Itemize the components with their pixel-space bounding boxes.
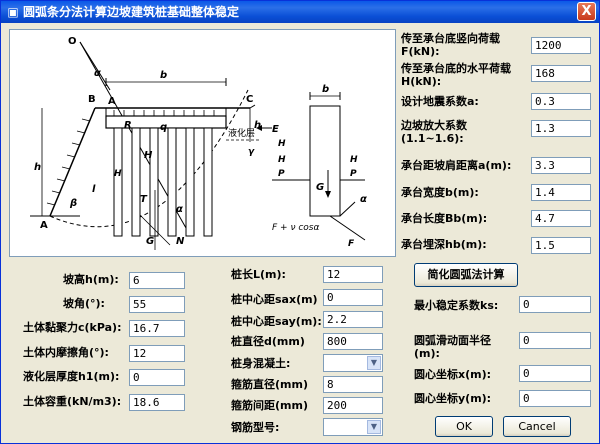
diagram-label-l: l [92, 184, 96, 195]
cohesion-input[interactable]: 16.7 [129, 320, 185, 337]
pile-diameter-input[interactable]: 800 [323, 333, 383, 350]
diagram-label-bi: b [322, 84, 329, 95]
friction-angle-label: 土体内摩擦角(°): [23, 346, 109, 359]
pile-length-input[interactable]: 12 [323, 266, 383, 283]
unit-weight-input[interactable]: 18.6 [129, 394, 185, 411]
min-stability-label: 最小稳定系数ks: [414, 299, 499, 312]
diagram-label-h1: h [254, 120, 261, 131]
pile-spacing-y-label: 桩中心距say(m): [231, 315, 322, 328]
rebar-type-select[interactable]: ▼ [323, 418, 383, 436]
center-x-output: 0 [519, 365, 591, 382]
load-horizontal-input[interactable]: 168 [531, 65, 591, 82]
diagram-label-C: C [246, 94, 253, 105]
diagram-label-beta: β [69, 198, 77, 209]
stirrup-spacing-input[interactable]: 200 [323, 397, 383, 414]
cap-depth-input[interactable]: 1.5 [531, 237, 591, 254]
ok-button[interactable]: OK [435, 416, 493, 437]
diagram-label-Pi: P [350, 169, 357, 179]
unit-weight-label: 土体容重(kN/m3): [23, 395, 122, 408]
stirrup-diameter-input[interactable]: 8 [323, 376, 383, 393]
slope-height-label: 坡高h(m): [63, 273, 119, 286]
diagram-label-T: T [140, 194, 148, 205]
diagram-label-alpha-right: α [360, 194, 367, 205]
cap-distance-input[interactable]: 3.3 [531, 157, 591, 174]
cap-length-label: 承台长度Bb(m): [401, 212, 488, 225]
load-vertical-label: 传至承台底竖向荷载F(kN): [401, 32, 500, 58]
load-horizontal-label: 传至承台底的水平荷载H(kN): [401, 62, 511, 88]
center-x-label: 圆心坐标x(m): [414, 368, 492, 381]
friction-angle-input[interactable]: 12 [129, 345, 185, 362]
diagram-label-h: h [34, 162, 41, 173]
chevron-down-icon[interactable]: ▼ [367, 356, 381, 370]
diagram-formula: F + ν cosα [272, 223, 319, 233]
cap-depth-label: 承台埋深hb(m): [401, 238, 487, 251]
pile-spacing-x-input[interactable]: 0 [323, 289, 383, 306]
app-icon: ▣ [7, 5, 19, 19]
cohesion-label: 土体黏聚力c(kPa): [23, 321, 122, 334]
slope-angle-input[interactable]: 55 [129, 296, 185, 313]
slope-amplify-input[interactable]: 1.3 [531, 120, 591, 137]
seismic-coef-input[interactable]: 0.3 [531, 93, 591, 110]
diagram-label-N: N [176, 236, 185, 247]
diagram-label-Hi: H [350, 155, 358, 165]
cap-width-input[interactable]: 1.4 [531, 184, 591, 201]
chevron-down-icon[interactable]: ▼ [367, 420, 381, 434]
pile-diameter-label: 桩直径d(mm) [231, 335, 305, 348]
diagram-label-A-bottom: A [40, 220, 48, 231]
diagram-label-H: H [144, 150, 153, 161]
diagram-label-gamma: γ [248, 147, 255, 157]
cancel-button[interactable]: Cancel [503, 416, 571, 437]
arc-radius-output: 0 [519, 332, 591, 349]
diagram-label-Hsei: H [114, 169, 122, 179]
close-button[interactable]: X [577, 2, 596, 21]
diagram-label-B: B [88, 94, 96, 105]
diagram-label-E: E [272, 124, 279, 135]
pile-spacing-x-label: 桩中心距sax(m) [231, 293, 318, 306]
liquefied-thickness-input[interactable]: 0 [129, 369, 185, 386]
diagram-label-Hsei-eq: H [278, 139, 286, 149]
pile-concrete-label: 桩身混凝土: [231, 357, 291, 370]
stirrup-diameter-label: 箍筋直径(mm) [231, 378, 308, 391]
diagram-label-Fsi: F [348, 239, 355, 249]
diagram-label-G: G [146, 236, 154, 247]
diagram-label-liquefied: 液化层 [228, 127, 255, 139]
min-stability-output: 0 [519, 296, 591, 313]
cap-width-label: 承台宽度b(m): [401, 186, 479, 199]
pile-spacing-y-input[interactable]: 2.2 [323, 311, 383, 328]
diagram-label-Hi1: H [278, 155, 286, 165]
slope-amplify-label: 边坡放大系数(1.1~1.6): [401, 119, 467, 145]
diagram-label-A-top: A [108, 96, 116, 107]
rebar-type-label: 钢筋型号: [231, 421, 280, 434]
diagram-label-O: O [68, 36, 77, 47]
diagram-label-alpha2: α [176, 204, 183, 215]
diagram-label-alpha: α [94, 68, 101, 79]
diagram-label-q: q [160, 122, 167, 133]
slope-diagram: O α B b A C R q 液化层 E h γ h l β A H H T … [30, 36, 367, 250]
center-y-output: 0 [519, 390, 591, 407]
window-title: 圆弧条分法计算边坡建筑桩基础整体稳定 [23, 5, 240, 19]
seismic-coef-label: 设计地震系数a: [401, 95, 479, 108]
diagram-label-R: R [124, 120, 132, 131]
diagram-label-Pi1: P [278, 169, 285, 179]
pile-concrete-select[interactable]: ▼ [323, 354, 383, 372]
diagram-label-b: b [160, 70, 167, 81]
liquefied-thickness-label: 液化层厚度h1(m): [23, 370, 120, 383]
cap-length-input[interactable]: 4.7 [531, 210, 591, 227]
center-y-label: 圆心坐标y(m): [414, 392, 492, 405]
cap-distance-label: 承台距坡肩距离a(m): [401, 159, 512, 172]
slope-height-input[interactable]: 6 [129, 272, 185, 289]
diagram-panel: O α B b A C R q 液化层 E h γ h l β A H H T … [9, 29, 396, 257]
diagram-label-Gi-right: G [316, 182, 324, 193]
arc-radius-label: 圆弧滑动面半径(m): [414, 334, 491, 360]
slope-angle-label: 坡角(°): [63, 297, 105, 310]
stirrup-spacing-label: 箍筋间距(mm) [231, 399, 308, 412]
pile-length-label: 桩长L(m): [231, 268, 286, 281]
load-vertical-input[interactable]: 1200 [531, 37, 591, 54]
simplified-arc-calc-button[interactable]: 简化圆弧法计算 [414, 263, 518, 287]
title-bar[interactable]: ▣ 圆弧条分法计算边坡建筑桩基础整体稳定 X [1, 1, 599, 23]
